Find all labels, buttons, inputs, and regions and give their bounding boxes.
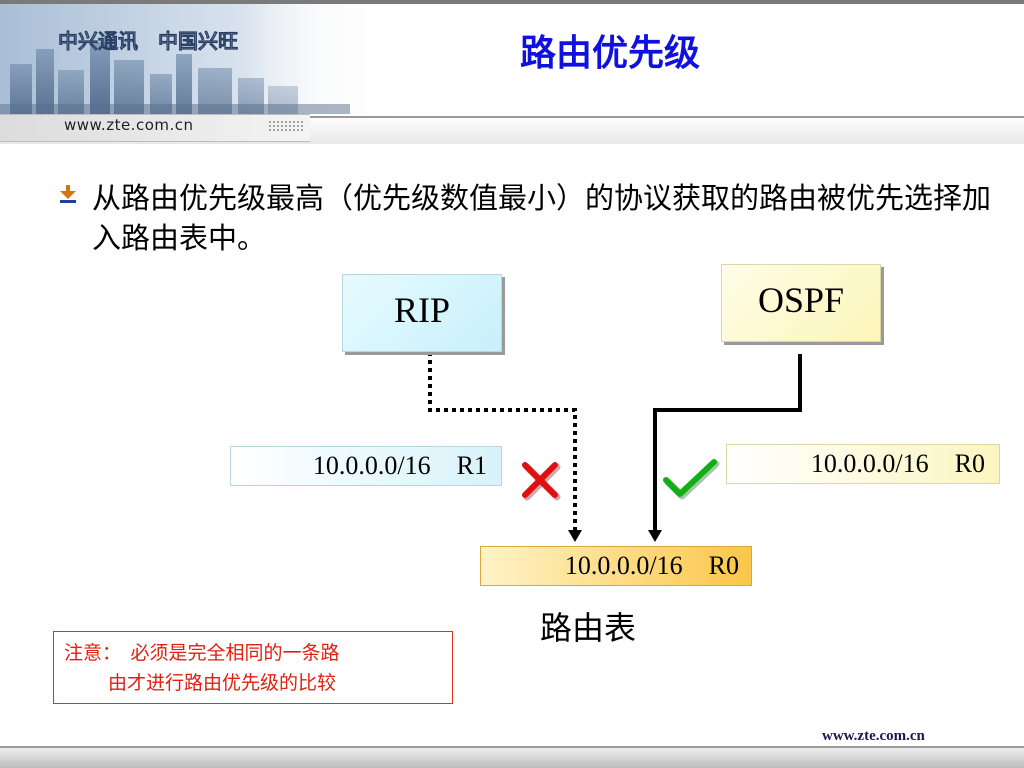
header-url: www.zte.com.cn <box>64 116 194 134</box>
routing-table-entry: 10.0.0.0/16 R0 <box>480 546 752 586</box>
ospf-arrowhead <box>648 530 662 542</box>
dot-pattern <box>268 120 304 132</box>
footer-url: www.zte.com.cn <box>822 728 925 744</box>
check-icon <box>663 459 720 500</box>
note-box: 注意： 必须是完全相同的一条路 由才进行路由优先级的比较 <box>53 631 453 704</box>
header-line <box>300 116 1024 118</box>
bullet-text: 从路由优先级最高（优先级数值最小）的协议获取的路由被优先选择加入路由表中。 <box>92 181 992 255</box>
page-title: 路由优先级 <box>520 33 701 74</box>
footer-band <box>0 748 1024 768</box>
routing-table-label: 路由表 <box>540 609 637 647</box>
ospf-solid-connector <box>653 354 802 532</box>
company-banner: 中兴通讯 中国兴旺 <box>0 4 350 114</box>
rip-dotted-connector <box>428 352 577 532</box>
url-strip <box>0 114 310 142</box>
city-skyline-image: 中兴通讯 中国兴旺 <box>0 4 350 114</box>
ospf-route-entry: 10.0.0.0/16 R0 <box>726 444 1000 484</box>
top-rule <box>0 0 1024 4</box>
rip-arrowhead <box>568 530 582 542</box>
note-line-1: 注意： 必须是完全相同的一条路 <box>64 642 340 664</box>
rip-route-entry: 10.0.0.0/16 R1 <box>230 446 502 486</box>
cross-icon <box>522 462 561 501</box>
ospf-protocol-box: OSPF <box>721 264 881 342</box>
footer-rule <box>0 746 1024 748</box>
rip-protocol-box: RIP <box>342 274 502 352</box>
note-line-2: 由才进行路由优先级的比较 <box>108 672 337 694</box>
banner-text: 中兴通讯 中国兴旺 <box>58 29 238 53</box>
bullet-arrow-icon <box>60 185 76 203</box>
